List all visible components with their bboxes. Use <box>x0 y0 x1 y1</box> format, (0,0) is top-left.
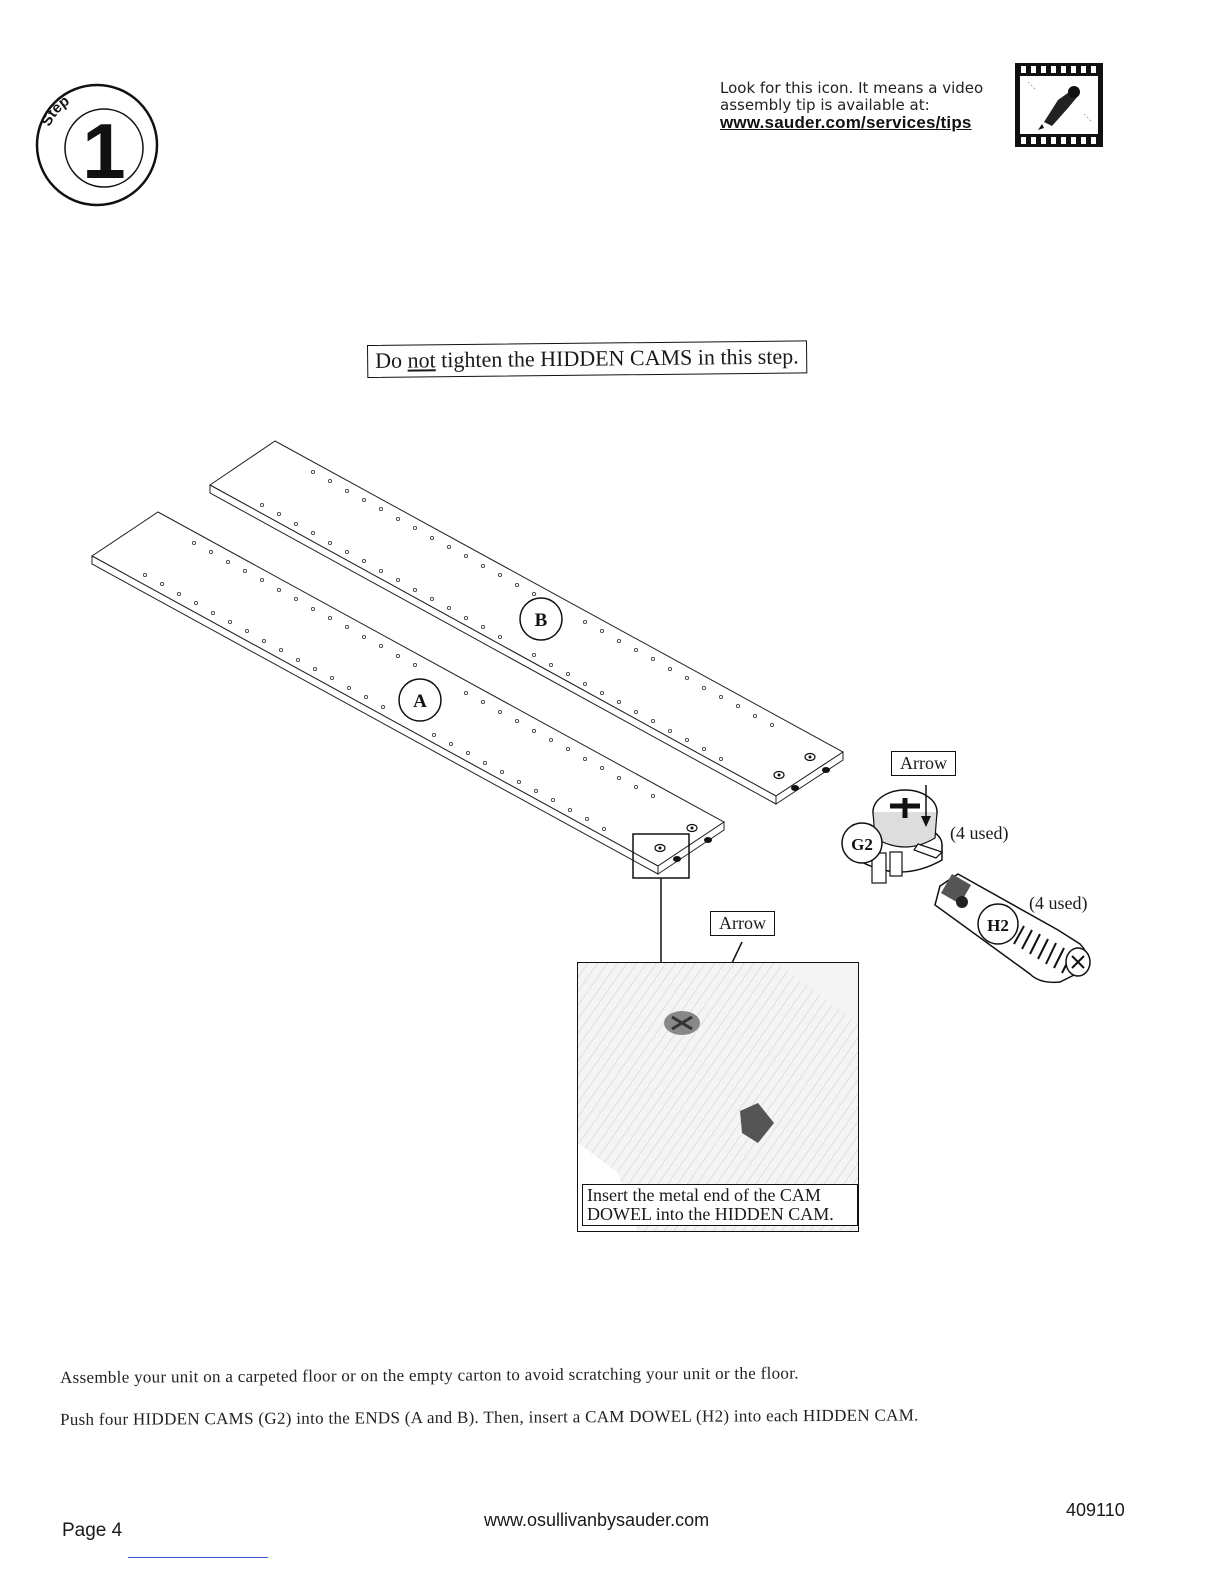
page-number: Page 4 <box>62 1520 123 1541</box>
warning-text-emphasis: not <box>407 347 436 373</box>
part-label-a: A <box>398 678 442 722</box>
warning-text-after: tighten the HIDDEN CAMS in this step. <box>435 343 799 373</box>
warning-box: Do not tighten the HIDDEN CAMS in this s… <box>367 340 807 378</box>
arrow-callout-cam: Arrow <box>891 751 956 776</box>
footer-rule <box>128 1557 268 1558</box>
g2-quantity: (4 used) <box>950 823 1009 843</box>
document-code: 409110 <box>1066 1500 1125 1520</box>
instruction-1: Assemble your unit on a carpeted floor o… <box>60 1363 799 1387</box>
arrow-callout-inset: Arrow <box>710 911 775 936</box>
assembly-diagram: B A G2 H2 <box>91 440 1091 1040</box>
warning-text-before: Do <box>375 347 408 373</box>
inset-caption-line-1: Insert the metal end of the CAM <box>587 1185 821 1205</box>
hidden-cam-g2: G2 <box>841 789 944 884</box>
video-tip-note: Look for this icon. It means a video ass… <box>720 79 1010 132</box>
footer-url[interactable]: www.osullivanbysauder.com <box>484 1510 710 1530</box>
svg-text:B: B <box>535 610 548 631</box>
instruction-2: Push four HIDDEN CAMS (G2) into the ENDS… <box>60 1405 919 1429</box>
inset-caption-line-2: DOWEL into the HIDDEN CAM. <box>587 1204 834 1224</box>
h2-quantity: (4 used) <box>1029 893 1088 913</box>
inset-caption: Insert the metal end of the CAM DOWEL in… <box>582 1184 858 1226</box>
cam-dowel-h2: H2 <box>934 873 1091 984</box>
svg-text:A: A <box>413 691 427 712</box>
video-tip-line-2: assembly tip is available at: <box>720 96 930 114</box>
svg-text:H2: H2 <box>987 916 1009 935</box>
svg-text:G2: G2 <box>851 835 873 854</box>
step-word: Step <box>38 92 73 129</box>
step-badge: Step 1 <box>35 83 159 207</box>
film-strip-video-icon <box>1015 63 1103 147</box>
video-tip-link[interactable]: www.sauder.com/services/tips <box>720 113 972 132</box>
video-tip-line-1: Look for this icon. It means a video <box>720 79 984 97</box>
step-number: 1 <box>82 107 125 195</box>
instructions: Assemble your unit on a carpeted floor o… <box>60 1363 1160 1452</box>
part-label-b: B <box>519 597 563 641</box>
